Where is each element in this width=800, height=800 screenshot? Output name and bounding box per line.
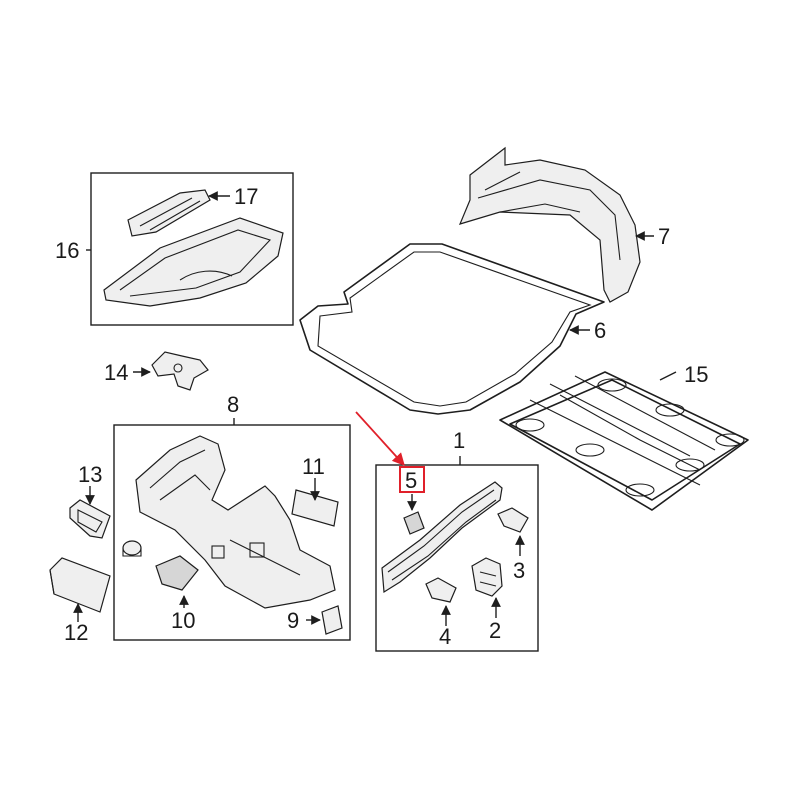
callout-11: 11 [302, 454, 325, 479]
callout-7: 7 [658, 224, 670, 249]
callout-4: 4 [439, 624, 451, 649]
part-13-grille [69, 499, 111, 539]
callout-12: 12 [64, 620, 88, 645]
part-4-clip [425, 577, 457, 603]
callout-3: 3 [513, 558, 525, 583]
callout-9: 9 [287, 608, 299, 633]
callout-14: 14 [104, 360, 128, 385]
callout-17: 17 [234, 184, 258, 209]
callout-15: 15 [684, 362, 708, 387]
left-trim-frame [113, 424, 351, 641]
package-tray-shape [103, 217, 284, 307]
part-10-pocket [155, 555, 199, 591]
part-7-side-trim [458, 146, 641, 303]
part-9-tag [321, 605, 343, 635]
callout-16: 16 [55, 238, 79, 263]
callout-13: 13 [78, 462, 102, 487]
part-11-label [291, 489, 339, 527]
small-plug-shape [122, 540, 142, 557]
part-12-cover [49, 557, 111, 613]
leader-15 [659, 371, 677, 381]
package-tray-frame [90, 172, 294, 326]
callout-6: 6 [594, 318, 606, 343]
package-tray-group [90, 172, 294, 326]
part-3-clip [497, 507, 529, 533]
red-pointer-arrow [355, 411, 405, 466]
callout-8: 8 [227, 392, 239, 417]
part-5-highlight-box [399, 466, 425, 493]
callout-1: 1 [453, 428, 465, 453]
part-15-cargo-net [499, 371, 749, 511]
callout-5: 5 [405, 468, 417, 493]
scuff-plate-frame [375, 464, 539, 652]
part-2-retainer [471, 557, 503, 597]
callout-10: 10 [171, 608, 195, 633]
part-5-clip [403, 511, 425, 535]
part-1-scuff-plate [381, 481, 503, 594]
part-17-shape [127, 189, 211, 237]
callout-2: 2 [489, 618, 501, 643]
part-14-hook [151, 351, 209, 391]
part-6-floor-mat [299, 243, 605, 415]
part-8-trim-panel [135, 435, 336, 609]
